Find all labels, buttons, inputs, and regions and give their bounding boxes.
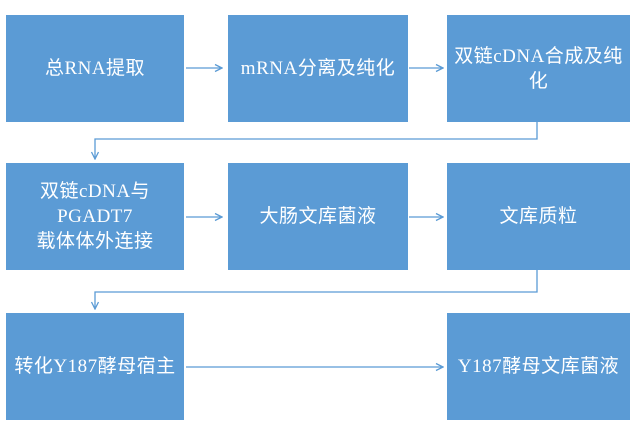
flow-node-ecoli-library-culture: 大肠文库菌液: [228, 163, 408, 270]
flow-node-library-plasmid: 文库质粒: [447, 163, 630, 270]
arrow-cdna-to-ligation: [95, 122, 538, 159]
flow-node-mrna-isolation-purification: mRNA分离及纯化: [228, 15, 408, 122]
flow-node-ds-cdna-pgadt7-ligation: 双链cDNA与PGADT7 载体体外连接: [6, 163, 184, 270]
flow-node-y187-yeast-library-culture: Y187酵母文库菌液: [447, 313, 630, 420]
arrow-plasmid-to-transform: [95, 270, 538, 309]
flow-node-total-rna-extraction: 总RNA提取: [6, 15, 184, 122]
flow-node-ds-cdna-synthesis-purification: 双链cDNA合成及纯 化: [447, 15, 630, 122]
flow-node-transform-y187-yeast-host: 转化Y187酵母宿主: [6, 313, 184, 420]
